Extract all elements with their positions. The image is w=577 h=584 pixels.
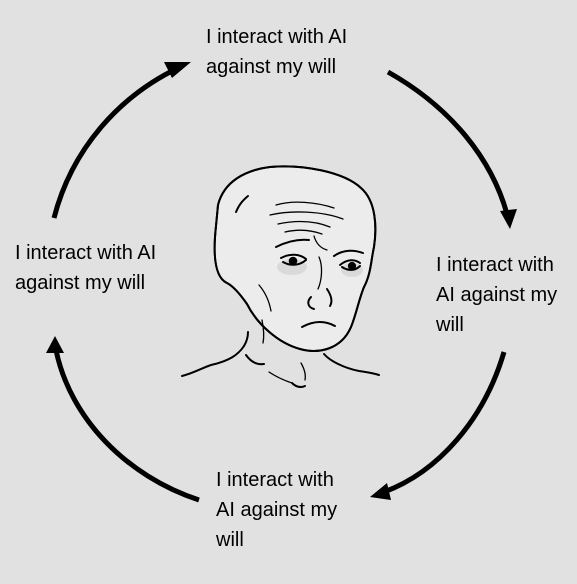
arrow-bottom-to-left	[46, 336, 200, 503]
arrow-right-to-bottom	[370, 351, 507, 500]
cycle-label-right: I interact with AI against my will	[436, 254, 558, 336]
arrow-top-left-to-top	[51, 62, 191, 219]
cycle-label-left: I interact with AI against my will	[15, 242, 157, 294]
cycle-label-bottom: I interact with AI against my will	[216, 469, 338, 551]
sad-wojak-face	[181, 165, 380, 388]
arrow-top-to-right	[386, 69, 517, 229]
cycle-label-top: I interact with AI against my will	[206, 26, 348, 78]
